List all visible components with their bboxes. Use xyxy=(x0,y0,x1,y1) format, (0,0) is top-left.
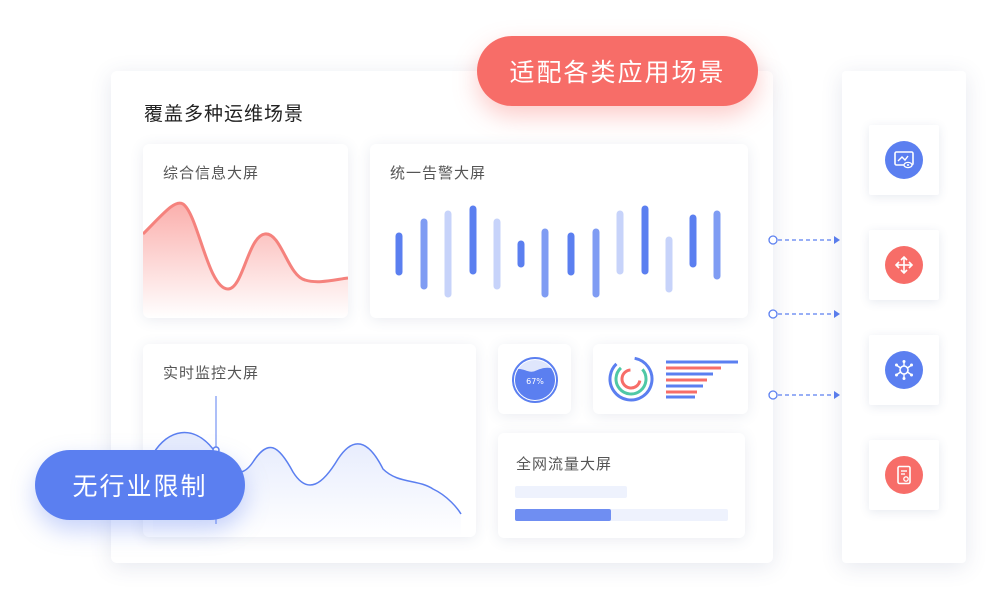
water-gauge: 67% xyxy=(512,357,558,403)
ring-bars-card[interactable] xyxy=(593,344,748,414)
side-tile-certificate[interactable] xyxy=(869,440,939,510)
ring-bar-chart xyxy=(608,356,738,402)
main-title: 覆盖多种运维场景 xyxy=(144,103,305,125)
traffic-screen-card[interactable]: 全网流量大屏 xyxy=(498,433,745,538)
info-screen-card[interactable]: 综合信息大屏 xyxy=(143,144,348,318)
connector-arrow xyxy=(768,235,840,245)
alarm-screen-title: 统一告警大屏 xyxy=(390,164,487,182)
screen-eye-icon xyxy=(885,141,923,179)
main-panel: 覆盖多种运维场景 综合信息大屏 统一告警大屏 xyxy=(111,71,773,563)
connector-arrow xyxy=(768,309,840,319)
traffic-screen-title: 全网流量大屏 xyxy=(516,455,613,473)
network-node-icon xyxy=(885,351,923,389)
monitor-screen-title: 实时监控大屏 xyxy=(163,364,260,382)
info-screen-title: 综合信息大屏 xyxy=(163,164,260,182)
gauge-card[interactable]: 67% xyxy=(498,344,571,414)
certificate-icon xyxy=(885,456,923,494)
alarm-screen-card[interactable]: 统一告警大屏 xyxy=(370,144,748,318)
gauge-value: 67% xyxy=(526,377,544,386)
alarm-bar-chart xyxy=(395,205,721,298)
side-tile-move[interactable] xyxy=(869,230,939,300)
traffic-bar-track xyxy=(515,486,627,498)
move-arrows-icon xyxy=(885,246,923,284)
side-tile-screen[interactable] xyxy=(869,125,939,195)
info-area-chart xyxy=(143,201,348,318)
side-panel xyxy=(842,71,966,563)
traffic-bar-fill xyxy=(515,509,611,521)
scenes-badge: 适配各类应用场景 xyxy=(477,36,758,106)
connector-arrow xyxy=(768,390,840,400)
side-tile-network[interactable] xyxy=(869,335,939,405)
industry-badge: 无行业限制 xyxy=(35,450,245,520)
